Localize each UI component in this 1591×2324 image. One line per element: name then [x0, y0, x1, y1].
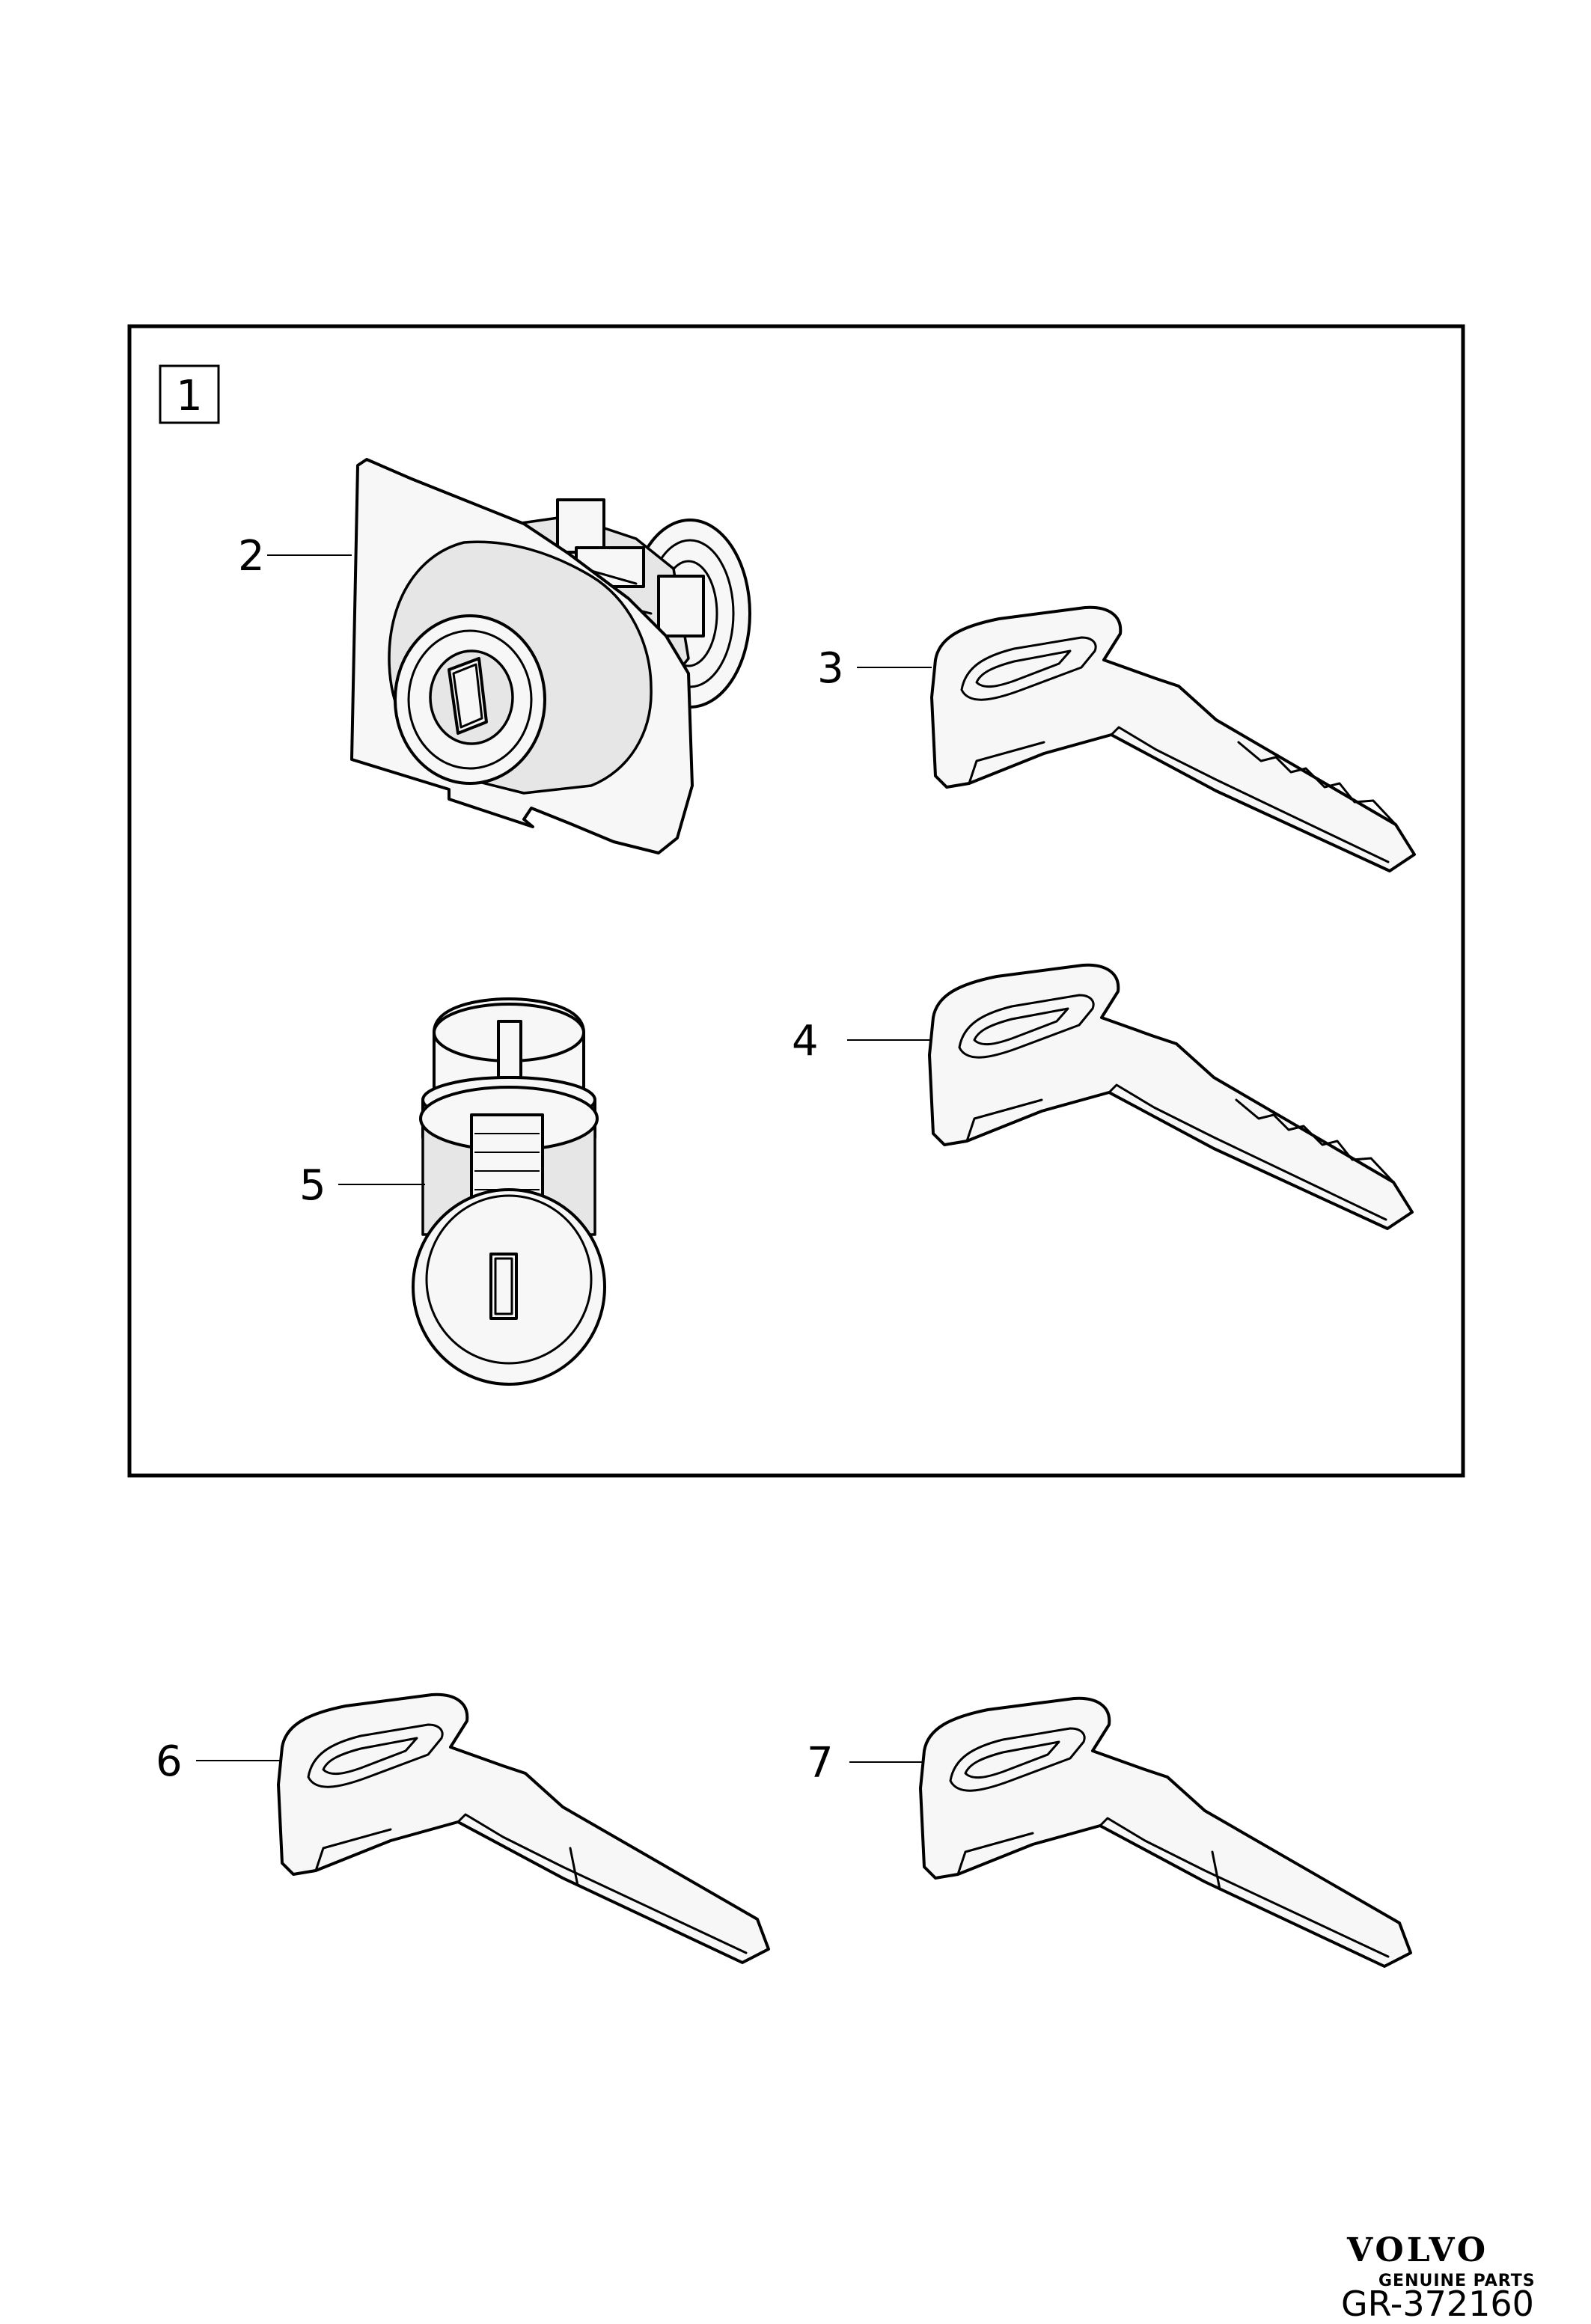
- callout-3: 3: [817, 644, 844, 693]
- callout-7: 7: [807, 1739, 834, 1788]
- callout-4: 4: [792, 1017, 819, 1065]
- part-6-key-blank: [277, 1692, 770, 1964]
- callout-2: 2: [238, 532, 265, 581]
- part-2-lock-housing: [350, 458, 751, 854]
- callout-5: 5: [299, 1161, 326, 1210]
- brand-logo: VOLVO: [1347, 2231, 1489, 2269]
- group-frame: [127, 324, 1465, 1478]
- callout-6: 6: [156, 1737, 183, 1786]
- figure-code: GR-372160: [1341, 2284, 1534, 2324]
- group-label: 1: [176, 372, 203, 421]
- group-badge: [159, 364, 220, 424]
- part-3-key: [930, 605, 1416, 872]
- part-5-lock-cylinder: [412, 997, 606, 1386]
- part-4-key: [928, 963, 1414, 1230]
- part-7-key-blank: [919, 1696, 1412, 1968]
- brand-subtitle: GENUINE PARTS: [1378, 2272, 1536, 2290]
